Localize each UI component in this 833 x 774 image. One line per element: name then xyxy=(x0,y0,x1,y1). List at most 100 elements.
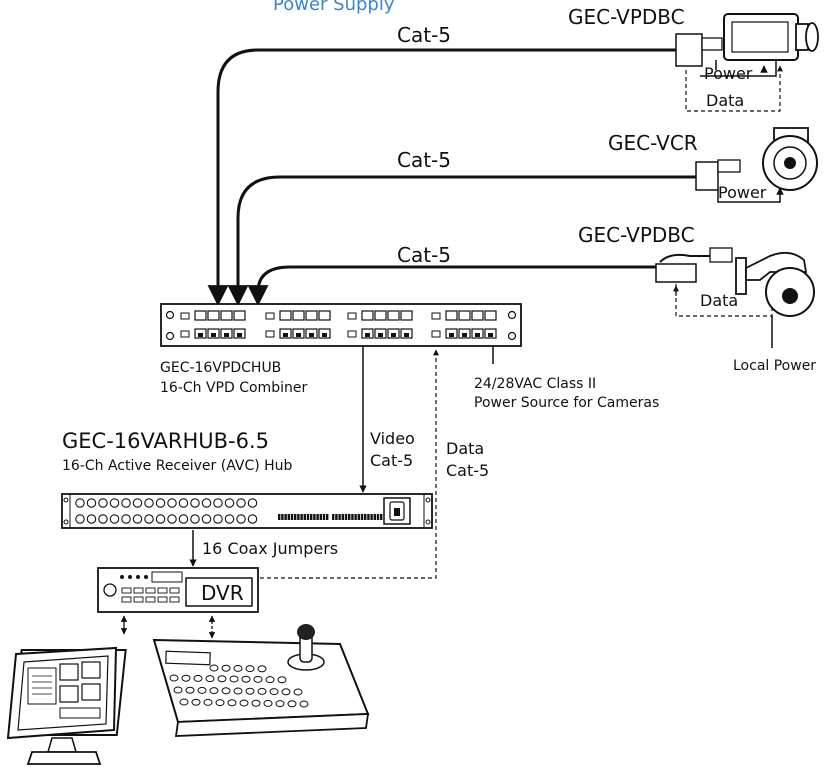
receiver-description: 16-Ch Active Receiver (AVC) Hub xyxy=(62,458,293,474)
terminal-pin xyxy=(294,514,297,520)
local-power-label: Local Power xyxy=(733,358,816,374)
cable-label-1: Cat-5 xyxy=(397,23,451,47)
bnc-connector xyxy=(75,498,85,508)
keyboard-key xyxy=(169,674,179,682)
rj45-port xyxy=(458,310,471,321)
bnc-connector xyxy=(75,514,85,524)
keyboard-key xyxy=(257,687,267,695)
bnc-connector xyxy=(236,514,246,524)
terminal-pin xyxy=(278,514,281,520)
keyboard-key xyxy=(191,698,201,706)
dvr-button xyxy=(157,596,168,603)
rj45-port xyxy=(220,310,233,321)
rj45-port xyxy=(279,310,292,321)
balun-1 xyxy=(675,33,703,67)
bnc-connector xyxy=(236,498,246,508)
terminal-pin xyxy=(306,514,310,520)
keyboard-key xyxy=(245,687,255,695)
terminal-pin xyxy=(341,514,344,520)
port-led xyxy=(180,312,190,320)
dvr-button xyxy=(133,596,144,603)
port-led xyxy=(180,330,190,338)
dvr-button xyxy=(157,587,168,594)
bnc-connector xyxy=(86,514,97,524)
rj45-port-pin xyxy=(296,333,301,337)
bnc-connector xyxy=(86,498,97,508)
terminal-pin xyxy=(367,514,370,520)
terminal-pin xyxy=(290,514,294,520)
rj45-port-pin xyxy=(488,333,493,337)
keyboard-key xyxy=(227,699,237,707)
bnc-3 xyxy=(709,247,733,263)
rj45-port-pin xyxy=(309,333,314,337)
rj45-port xyxy=(445,310,458,321)
dvr-label: DVR xyxy=(201,581,244,605)
keyboard-key xyxy=(277,676,287,684)
keyboard-key xyxy=(263,699,273,707)
dvr-device: DVR xyxy=(97,567,259,613)
port-led xyxy=(265,312,275,320)
rj45-port-pin xyxy=(224,333,229,337)
keyboard-key xyxy=(217,675,227,683)
rj45-port-pin xyxy=(283,333,288,337)
rj45-port xyxy=(471,310,484,321)
terminal-pin xyxy=(335,514,338,520)
terminal-pin xyxy=(373,514,376,520)
keyboard-controller-icon xyxy=(152,624,370,737)
keyboard-key xyxy=(203,698,213,706)
bnc-connector xyxy=(213,498,223,508)
terminal-pin xyxy=(354,514,357,520)
bnc-connector xyxy=(98,498,108,508)
keyboard-key xyxy=(257,665,267,673)
keyboard-key xyxy=(209,664,219,672)
port-led xyxy=(347,330,357,338)
port-led xyxy=(265,330,275,338)
bnc-connector xyxy=(109,514,120,524)
bnc-connector xyxy=(98,514,108,524)
bnc-connector xyxy=(178,514,189,524)
combiner-description: 16-Ch VPD Combiner xyxy=(160,380,307,396)
terminal-pin xyxy=(287,514,290,520)
bnc-connector xyxy=(132,498,143,508)
bnc-connector xyxy=(167,498,177,508)
camera-2-power-label: Power xyxy=(718,183,767,202)
keyboard-key xyxy=(181,674,191,682)
keyboard-key xyxy=(281,688,291,696)
terminal-pin xyxy=(310,514,313,520)
keyboard-key xyxy=(239,699,249,707)
terminal-pin xyxy=(300,514,303,520)
rj45-port xyxy=(194,310,207,321)
port-led xyxy=(431,312,441,320)
keyboard-key xyxy=(269,688,279,696)
camera-3-data-label: Data xyxy=(700,291,738,310)
receiver-model: GEC-16VARHUB-6.5 xyxy=(62,429,269,453)
dvr-button xyxy=(145,596,156,603)
terminal-pin xyxy=(376,514,380,520)
bnc-1 xyxy=(701,37,723,51)
rj45-port xyxy=(207,310,220,321)
rj45-port-pin xyxy=(462,333,467,337)
rj45-port-pin xyxy=(391,333,396,337)
data-label-2: Cat-5 xyxy=(446,461,489,480)
keyboard-key xyxy=(205,675,215,683)
bnc-connector xyxy=(247,498,258,508)
rj45-port xyxy=(484,310,497,321)
terminal-pin xyxy=(364,514,367,520)
monitor-icon xyxy=(6,646,127,765)
terminal-pin xyxy=(351,514,354,520)
keyboard-key xyxy=(209,687,219,695)
keyboard-key xyxy=(173,686,183,694)
terminal-pin xyxy=(360,514,364,520)
bnc-connector xyxy=(178,498,189,508)
terminal-pin xyxy=(370,514,373,520)
dvr-button xyxy=(133,587,144,594)
bnc-connector xyxy=(121,498,131,508)
camera-3-data-loop xyxy=(675,284,773,317)
rj45-port-pin xyxy=(198,333,203,337)
terminal-pin xyxy=(344,514,348,520)
bnc-connector xyxy=(247,514,258,524)
box-camera-icon xyxy=(723,13,819,61)
keyboard-key xyxy=(185,686,195,694)
dvr-button xyxy=(121,596,132,603)
cable-label-3: Cat-5 xyxy=(397,243,451,267)
